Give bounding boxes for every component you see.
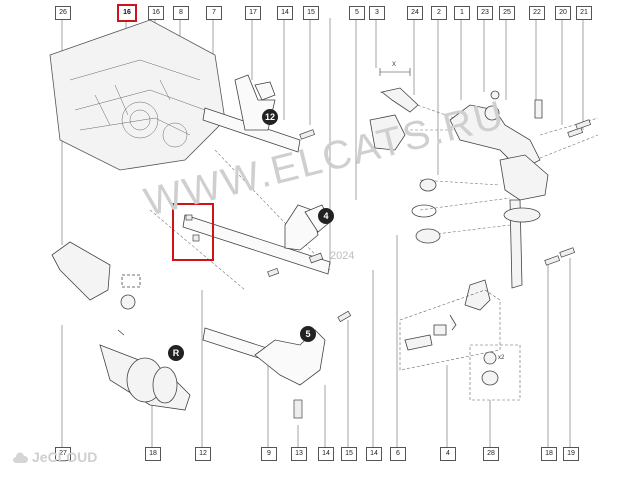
part-label-8[interactable]: 8 (173, 6, 189, 20)
part-label-7[interactable]: 7 (206, 6, 222, 20)
part-label-19[interactable]: 19 (563, 447, 579, 461)
part-label-3[interactable]: 3 (369, 6, 385, 20)
part-label-13[interactable]: 13 (291, 447, 307, 461)
part-label-5[interactable]: 5 (349, 6, 365, 20)
part-label-17[interactable]: 17 (245, 6, 261, 20)
part-label-22[interactable]: 22 (529, 6, 545, 20)
part-label-16[interactable]: 16 (148, 6, 164, 20)
part-label-15-bottom[interactable]: 15 (341, 447, 357, 461)
gear-callout-reverse: R (168, 345, 184, 361)
part-label-12[interactable]: 12 (195, 447, 211, 461)
part-label-25[interactable]: 25 (499, 6, 515, 20)
quantity-label: x2 (498, 355, 505, 361)
watermark-year: 2024 (330, 250, 355, 262)
part-label-21[interactable]: 21 (576, 6, 592, 20)
part-label-1[interactable]: 1 (454, 6, 470, 20)
part-label-14[interactable]: 14 (277, 6, 293, 20)
dimension-x-label: X (392, 62, 397, 68)
part-label-15[interactable]: 15 (303, 6, 319, 20)
part-label-23[interactable]: 23 (477, 6, 493, 20)
part-label-14-bottom-2[interactable]: 14 (366, 447, 382, 461)
part-label-18-right[interactable]: 18 (541, 447, 557, 461)
part-label-2[interactable]: 2 (431, 6, 447, 20)
highlighted-part-box (172, 203, 214, 261)
part-label-9[interactable]: 9 (261, 447, 277, 461)
part-label-27[interactable]: 27 (55, 447, 71, 461)
part-label-20[interactable]: 20 (555, 6, 571, 20)
part-label-14-bottom[interactable]: 14 (318, 447, 334, 461)
part-label-4[interactable]: 4 (440, 447, 456, 461)
part-label-16-highlighted[interactable]: 16 (117, 4, 137, 22)
part-label-18-left[interactable]: 18 (145, 447, 161, 461)
part-label-6[interactable]: 6 (390, 447, 406, 461)
gear-callout-12: 12 (262, 109, 278, 125)
part-label-26[interactable]: 26 (55, 6, 71, 20)
cloud-icon (13, 452, 28, 463)
part-label-28[interactable]: 28 (483, 447, 499, 461)
gear-callout-4: 4 (318, 208, 334, 224)
gear-callout-5: 5 (300, 326, 316, 342)
footer-brand: JeCLOUD (32, 449, 98, 465)
part-label-24[interactable]: 24 (407, 6, 423, 20)
